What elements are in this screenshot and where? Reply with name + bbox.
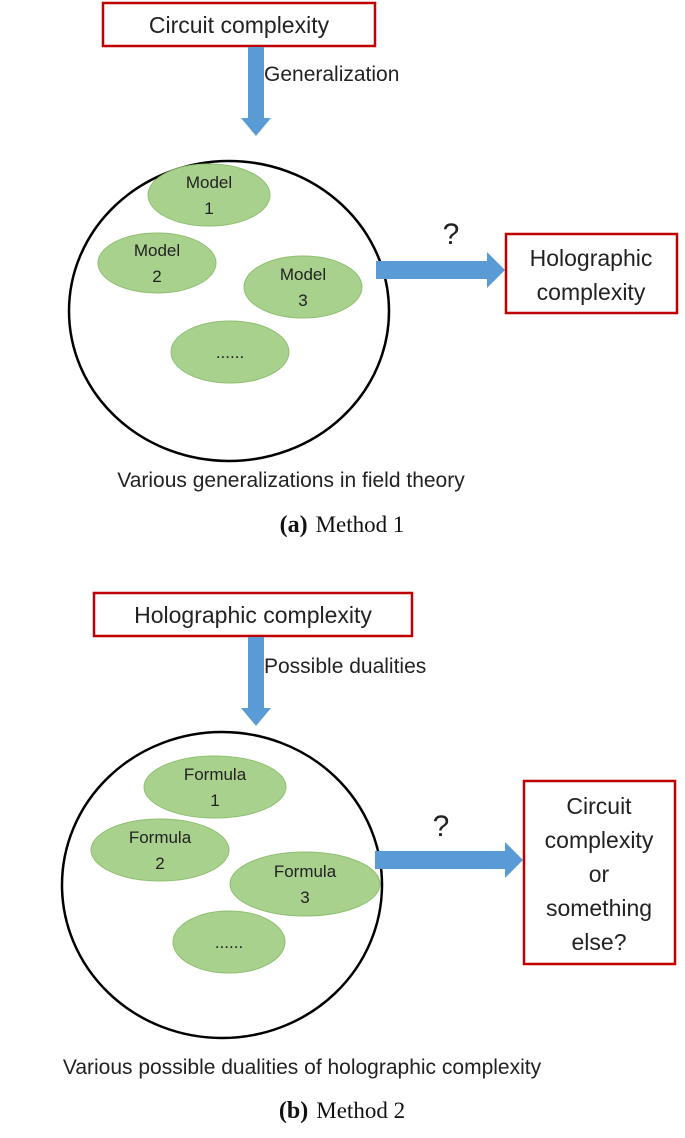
panel-a-down-arrow <box>241 47 271 136</box>
panel-a-subcaption-letter: (a) <box>280 512 308 538</box>
panel-a-caption: Various generalizations in field theory <box>117 469 465 492</box>
panel-b-subcaption-letter: (b) <box>279 1098 308 1124</box>
panel-a-model-1-number: 1 <box>204 199 213 218</box>
panel-b-subcaption: (b) Method 2 <box>279 1098 405 1124</box>
panel-b-formula-3-label: Formula <box>274 862 337 881</box>
panel-b-right-box <box>522 779 677 966</box>
panel-b-caption: Various possible dualities of holographi… <box>63 1056 542 1079</box>
panel-b-down-arrow-label: Possible dualities <box>264 655 426 678</box>
panel-b-formula-3-number: 3 <box>300 888 309 907</box>
panel-a-right-box-line-1: Holographic <box>530 245 653 271</box>
panel-b-formula-1-label: Formula <box>184 765 247 784</box>
panel-b-top-box <box>92 591 414 638</box>
panel-a-right-box-line-2: complexity <box>537 279 646 305</box>
panel-a-ellipsis-label: ...... <box>216 343 244 362</box>
panel-a-top-box-label: Circuit complexity <box>149 12 330 38</box>
panel-a-model-1-ellipse <box>147 163 271 227</box>
panel-a-model-3-label: Model <box>280 265 326 284</box>
panel-b-right-box-line-3: or <box>589 861 610 887</box>
panel-a-down-arrow-label: Generalization <box>264 63 399 86</box>
panel-b-down-arrow <box>241 637 271 726</box>
panel-a-model-2-ellipse <box>97 232 217 294</box>
panel-a-subcaption: (a) Method 1 <box>280 512 405 538</box>
panel-a-right-arrow <box>376 252 505 288</box>
panel-a-top-box <box>101 1 377 48</box>
panel-a: Circuit complexity Generalization Model … <box>67 1 679 538</box>
panel-b-formula-2-number: 2 <box>155 854 164 873</box>
panel-a-subcaption-title: Method 1 <box>316 512 405 537</box>
panel-a-model-1-label: Model <box>186 173 232 192</box>
panel-b-right-box-line-4: something <box>546 895 652 921</box>
panel-b-right-box-line-1: Circuit <box>566 793 632 819</box>
panel-b-top-box-label: Holographic complexity <box>134 602 372 628</box>
panel-b-formula-2-label: Formula <box>129 828 192 847</box>
panel-b-big-circle <box>60 730 384 1040</box>
panel-b-question-mark: ? <box>433 810 450 843</box>
panel-b-right-box-line-2: complexity <box>545 827 654 853</box>
panel-b-right-arrow <box>375 842 523 878</box>
panel-a-ellipsis-ellipse <box>170 320 290 384</box>
panel-a-model-3-ellipse <box>243 255 363 319</box>
panel-a-model-2-number: 2 <box>152 267 161 286</box>
panel-a-right-box <box>504 232 679 315</box>
panel-a-model-3-number: 3 <box>298 291 307 310</box>
panel-b-formula-3-ellipse <box>229 851 381 917</box>
panel-b-subcaption-title: Method 2 <box>316 1098 405 1123</box>
panel-b-formula-1-number: 1 <box>210 791 219 810</box>
panel-b-ellipsis-label: ...... <box>215 933 243 952</box>
panel-a-question-mark: ? <box>443 218 460 251</box>
panel-a-model-2-label: Model <box>134 241 180 260</box>
panel-b: Holographic complexity Possible dualitie… <box>60 591 677 1124</box>
panel-b-right-box-line-5: else? <box>572 929 627 955</box>
panel-b-ellipsis-ellipse <box>172 910 286 974</box>
panel-b-formula-1-ellipse <box>143 755 287 819</box>
panel-b-formula-2-ellipse <box>90 818 230 882</box>
